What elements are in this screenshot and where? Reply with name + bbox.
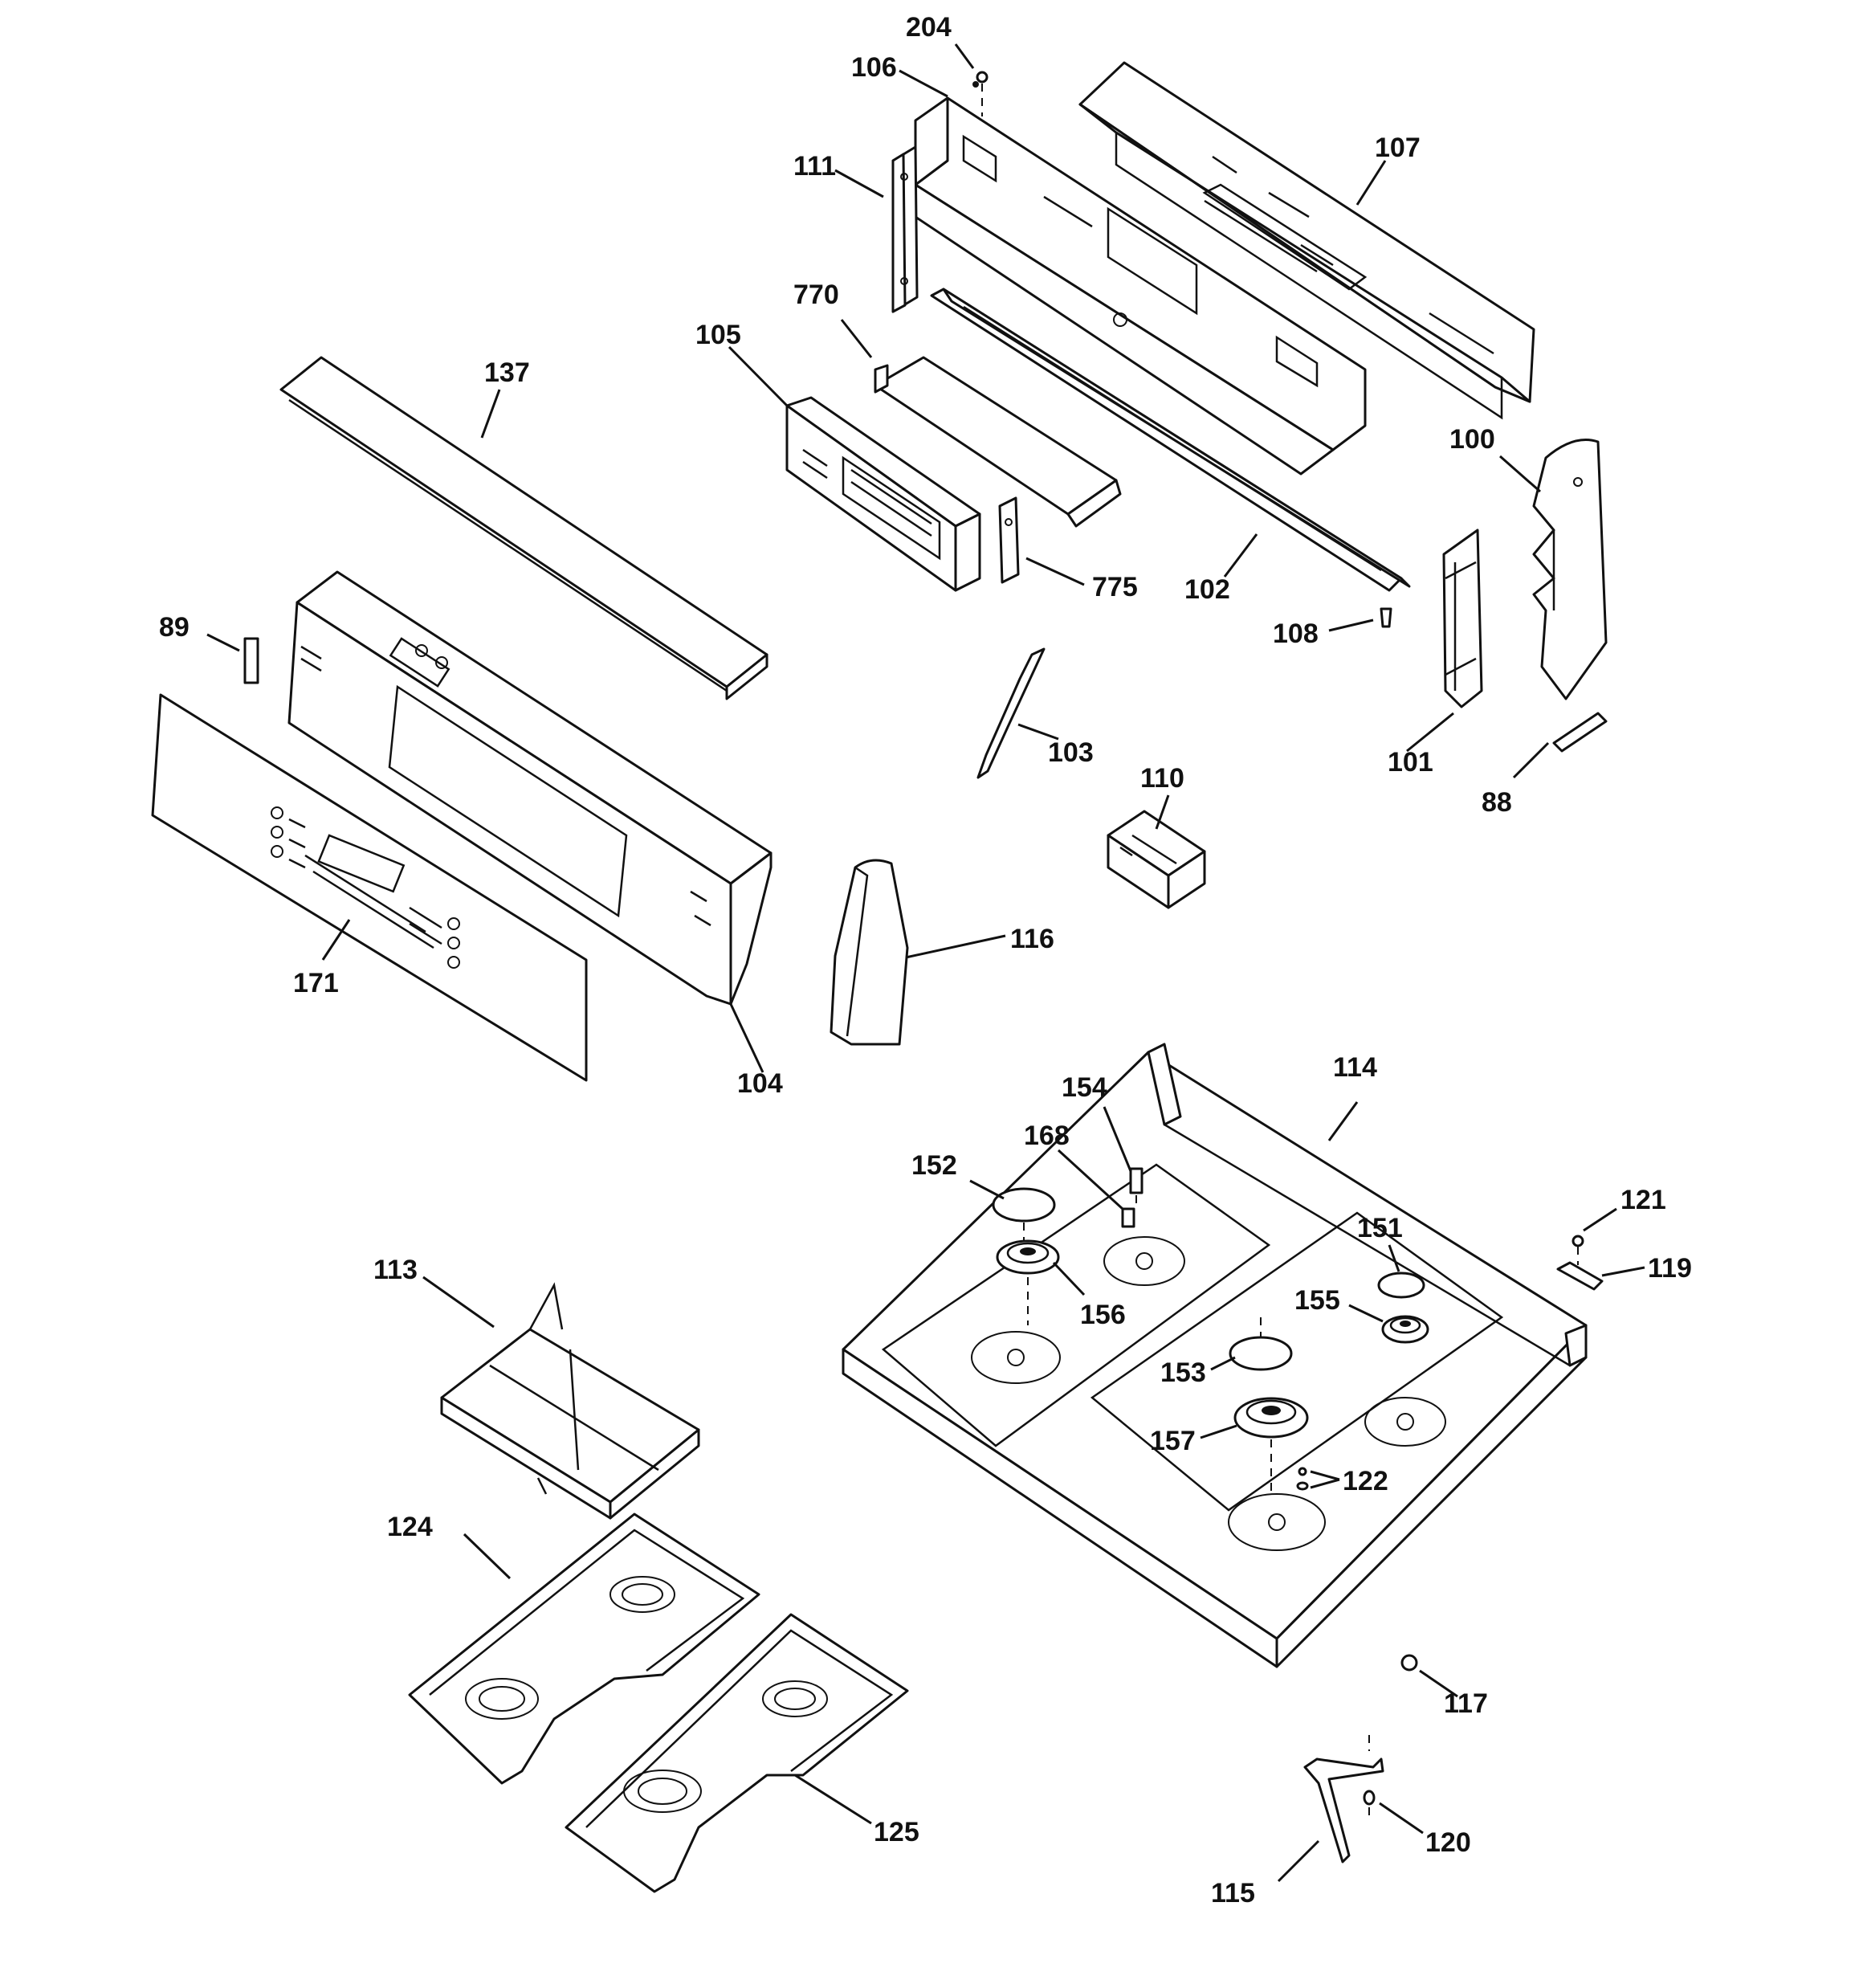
label-157: 157 <box>1150 1426 1196 1456</box>
part-117-nut <box>1400 1654 1418 1672</box>
label-110: 110 <box>1140 763 1184 794</box>
label-114: 114 <box>1333 1052 1377 1083</box>
part-104-backsplash <box>287 570 773 1006</box>
label-100: 100 <box>1449 424 1495 455</box>
label-117: 117 <box>1444 1688 1488 1719</box>
part-114-cooktop <box>842 1043 1588 1668</box>
label-116: 116 <box>1010 924 1054 954</box>
part-115-rod <box>1303 1757 1384 1863</box>
part-157-burner-head <box>1233 1397 1309 1494</box>
label-102: 102 <box>1184 574 1230 605</box>
part-204-screw <box>976 71 989 116</box>
label-104: 104 <box>737 1068 783 1099</box>
label-124: 124 <box>387 1512 433 1542</box>
part-125-drip-pan <box>565 1613 909 1893</box>
part-122-screws <box>1296 1467 1309 1491</box>
label-122: 122 <box>1343 1466 1388 1496</box>
label-101: 101 <box>1388 747 1433 778</box>
part-106-rear-panel <box>914 81 1367 476</box>
label-151: 151 <box>1357 1213 1403 1243</box>
label-103: 103 <box>1048 737 1094 768</box>
label-770: 770 <box>793 280 839 310</box>
part-168-orifice <box>1121 1207 1135 1228</box>
part-113-grate <box>440 1282 700 1520</box>
part-153-burner-cap <box>1229 1317 1293 1371</box>
leader-lines <box>206 43 1645 1883</box>
label-105: 105 <box>695 320 741 350</box>
part-151-burner-cap <box>1377 1272 1425 1299</box>
label-121: 121 <box>1620 1185 1666 1215</box>
part-155-burner-head <box>1381 1315 1429 1344</box>
part-107-rear-cover <box>1078 61 1535 420</box>
label-115: 115 <box>1211 1878 1255 1908</box>
label-120: 120 <box>1425 1827 1471 1858</box>
part-171-control-panel <box>151 693 588 1082</box>
part-156-burner-head <box>996 1239 1060 1325</box>
part-111-bracket <box>891 145 919 313</box>
part-88-clip <box>1552 712 1608 753</box>
part-102-rail <box>930 288 1411 592</box>
label-119: 119 <box>1648 1253 1692 1284</box>
part-770-plate <box>874 356 1122 528</box>
part-116-side-trim <box>830 859 909 1046</box>
label-775: 775 <box>1092 572 1138 602</box>
label-137: 137 <box>484 357 530 388</box>
label-171: 171 <box>293 968 339 998</box>
label-154: 154 <box>1062 1072 1107 1103</box>
label-125: 125 <box>874 1817 919 1847</box>
part-154-orifice <box>1129 1167 1143 1209</box>
label-153: 153 <box>1160 1357 1206 1388</box>
label-107: 107 <box>1375 133 1421 163</box>
part-108-screw <box>1380 607 1392 628</box>
part-110-module <box>1107 810 1206 909</box>
label-168: 168 <box>1024 1121 1070 1151</box>
part-120-nut <box>1363 1735 1376 1822</box>
label-111: 111 <box>793 151 836 182</box>
part-number-labels: 204 106 107 111 770 105 137 100 775 102 … <box>159 12 1692 1908</box>
label-89: 89 <box>159 612 190 643</box>
label-155: 155 <box>1294 1285 1340 1316</box>
part-105-control-board <box>785 396 981 592</box>
part-152-burner-cap <box>992 1187 1056 1241</box>
part-100-side-panel <box>1532 439 1608 700</box>
label-88: 88 <box>1482 787 1512 818</box>
label-152: 152 <box>911 1150 957 1181</box>
part-103-arm <box>976 647 1046 779</box>
label-204: 204 <box>906 12 952 43</box>
part-124-drip-pan <box>408 1512 760 1785</box>
part-89-clip <box>243 637 259 684</box>
part-775-bracket <box>998 496 1020 584</box>
part-137-trim <box>279 356 768 700</box>
label-156: 156 <box>1080 1300 1126 1330</box>
label-108: 108 <box>1273 618 1319 649</box>
part-119-bracket <box>1556 1261 1604 1291</box>
label-106: 106 <box>851 52 897 83</box>
part-101-bracket <box>1442 529 1483 708</box>
label-113: 113 <box>373 1255 418 1285</box>
part-121-screw <box>1572 1235 1584 1265</box>
